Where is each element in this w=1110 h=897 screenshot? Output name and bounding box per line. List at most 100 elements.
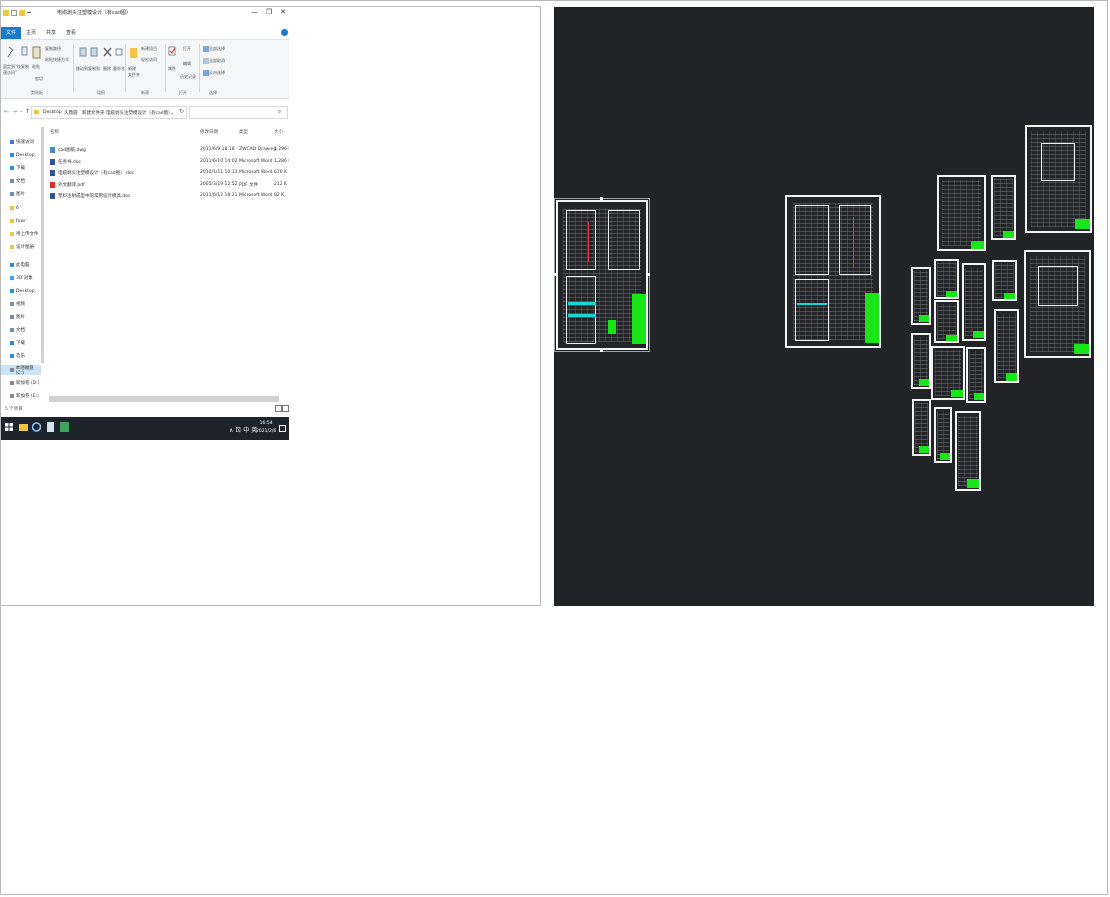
nav-item[interactable]: 新加卷 (E:) [1, 391, 41, 401]
minimize-button[interactable]: — [250, 8, 258, 16]
part-drawing-sheet[interactable] [934, 300, 959, 343]
paste-shortcut-button[interactable]: 粘贴快捷方式 [45, 57, 69, 62]
part-drawing-sheet[interactable] [962, 263, 986, 341]
delete-button[interactable]: 删除 [103, 66, 111, 71]
nav-item[interactable]: 此电脑 [1, 260, 41, 270]
part-drawing-sheet[interactable] [991, 175, 1016, 240]
column-header-name[interactable]: 名称 [50, 130, 59, 135]
tab-share[interactable]: 共享 [46, 30, 57, 36]
part-drawing-sheet[interactable] [931, 346, 965, 400]
system-tray[interactable]: ∧ ㄖ 中 英 [229, 427, 258, 434]
nav-item[interactable]: 下载 [1, 163, 41, 173]
rename-button[interactable]: 重命名 [113, 66, 125, 71]
nav-item[interactable]: 下载 [1, 338, 41, 348]
nav-item[interactable]: 新加卷 (D:) [1, 378, 41, 388]
part-drawing-sheet[interactable] [934, 259, 959, 299]
part-drawing-sheet[interactable] [911, 333, 931, 389]
navigation-scrollbar[interactable] [41, 127, 44, 363]
copy-path-button[interactable]: 复制路径 [45, 46, 61, 51]
copy-to-button[interactable]: 复制到 [88, 66, 100, 71]
nav-item[interactable]: 3D 对象 [1, 273, 41, 283]
breadcrumb-jiudingyuan[interactable]: 久鼎圆 [64, 111, 78, 116]
large-icons-view-icon[interactable] [282, 405, 289, 412]
tab-view[interactable]: 查看 [66, 30, 77, 36]
nav-item[interactable]: 音乐 [1, 351, 41, 361]
pin-icon[interactable] [7, 46, 15, 58]
breadcrumb-desktop[interactable]: Desktop [43, 110, 62, 115]
tab-home[interactable]: 主页 [26, 30, 37, 36]
properties-button[interactable]: 属性 [168, 66, 176, 71]
column-header-date[interactable]: 修改日期 [200, 130, 218, 135]
tab-file[interactable]: 文件 [1, 27, 22, 39]
new-item-button[interactable]: 新建项目 [141, 46, 157, 51]
select-none-button[interactable]: 全部取消 [209, 58, 225, 63]
quick-access-toolbar-dropdown-icon[interactable] [27, 12, 31, 16]
part-drawing-sheet[interactable] [1024, 250, 1091, 358]
move-to-button[interactable]: 移动到 [76, 66, 88, 71]
browser-taskbar-icon[interactable] [32, 422, 41, 432]
pin-quick-access-button[interactable]: 固定到"快速访问" [3, 64, 21, 75]
invert-selection-button[interactable]: 反向选择 [209, 70, 225, 75]
close-button[interactable]: ✕ [280, 8, 286, 16]
taskbar-clock[interactable]: 16:54 2021/2/6 [256, 420, 276, 436]
assembly-drawing-sheet[interactable] [556, 200, 648, 350]
horizontal-scrollbar[interactable] [49, 396, 279, 402]
nav-item[interactable]: Desktop [1, 286, 41, 296]
address-input[interactable]: Desktop 久鼎圆 新建文件夹 电缆剥头注塑模设计（有cad图） ⌄ ↻ [31, 106, 187, 119]
new-folder-button[interactable]: 新建 文件夹 [128, 66, 140, 77]
part-drawing-sheet[interactable] [955, 411, 981, 491]
part-drawing-sheet[interactable] [934, 407, 952, 463]
properties-icon[interactable] [11, 10, 17, 16]
cut-button[interactable]: 剪切 [35, 76, 43, 81]
file-explorer-taskbar-icon[interactable] [19, 422, 28, 432]
maximize-button[interactable]: ❐ [265, 8, 273, 16]
part-drawing-sheet[interactable] [911, 267, 931, 325]
new-folder-icon[interactable] [19, 10, 25, 16]
nav-item[interactable]: Desktop [1, 150, 41, 160]
back-button[interactable]: ← [4, 108, 10, 115]
part-drawing-sheet[interactable] [994, 309, 1019, 383]
breadcrumb-current-folder[interactable]: 电缆剥头注塑模设计（有cad图） [106, 111, 173, 116]
select-all-button[interactable]: 全部选择 [209, 46, 225, 51]
nav-item[interactable]: 图片 [1, 312, 41, 322]
search-input[interactable]: ⌕ [189, 106, 288, 119]
edit-button[interactable]: 编辑 [183, 61, 191, 66]
grip-handle[interactable] [600, 197, 603, 200]
recent-locations-button[interactable]: ⌄ [19, 108, 24, 114]
app-taskbar-icon[interactable] [60, 422, 69, 432]
nav-item[interactable]: fuwr [1, 216, 41, 226]
nav-item[interactable]: 6 [1, 203, 41, 213]
open-button[interactable]: 打开 [183, 46, 191, 51]
history-button[interactable]: 历史记录 [180, 74, 196, 79]
help-icon[interactable] [281, 29, 288, 36]
part-drawing-sheet[interactable] [992, 260, 1017, 301]
paste-button[interactable]: 粘贴 [32, 64, 40, 69]
document-taskbar-icon[interactable] [46, 422, 55, 432]
nav-item[interactable]: 图片 [1, 189, 41, 199]
breadcrumb-new-folder[interactable]: 新建文件夹 [82, 111, 105, 116]
nav-item[interactable]: 本地磁盘 (C:) [1, 365, 41, 376]
address-dropdown-icon[interactable]: ⌄ [170, 110, 175, 116]
part-drawing-sheet[interactable] [1025, 125, 1092, 233]
forward-button[interactable]: → [12, 108, 18, 115]
copy-button[interactable]: 复制 [21, 64, 29, 69]
windows-start-icon[interactable] [5, 423, 13, 431]
easy-access-button[interactable]: 轻松访问 [141, 57, 157, 62]
part-drawing-sheet[interactable] [966, 347, 986, 403]
nav-item[interactable]: 文档 [1, 176, 41, 186]
grip-handle[interactable] [647, 273, 650, 276]
nav-item[interactable]: 视频 [1, 299, 41, 309]
nav-item[interactable]: 快速访问 [1, 137, 41, 147]
up-button[interactable]: ↑ [25, 108, 31, 115]
grip-handle[interactable] [553, 273, 556, 276]
part-drawing-sheet[interactable] [937, 175, 986, 251]
refresh-icon[interactable]: ↻ [179, 108, 185, 115]
details-view-icon[interactable] [275, 405, 282, 412]
nav-item[interactable]: 文档 [1, 325, 41, 335]
assembly-drawing-sheet[interactable] [785, 195, 881, 348]
